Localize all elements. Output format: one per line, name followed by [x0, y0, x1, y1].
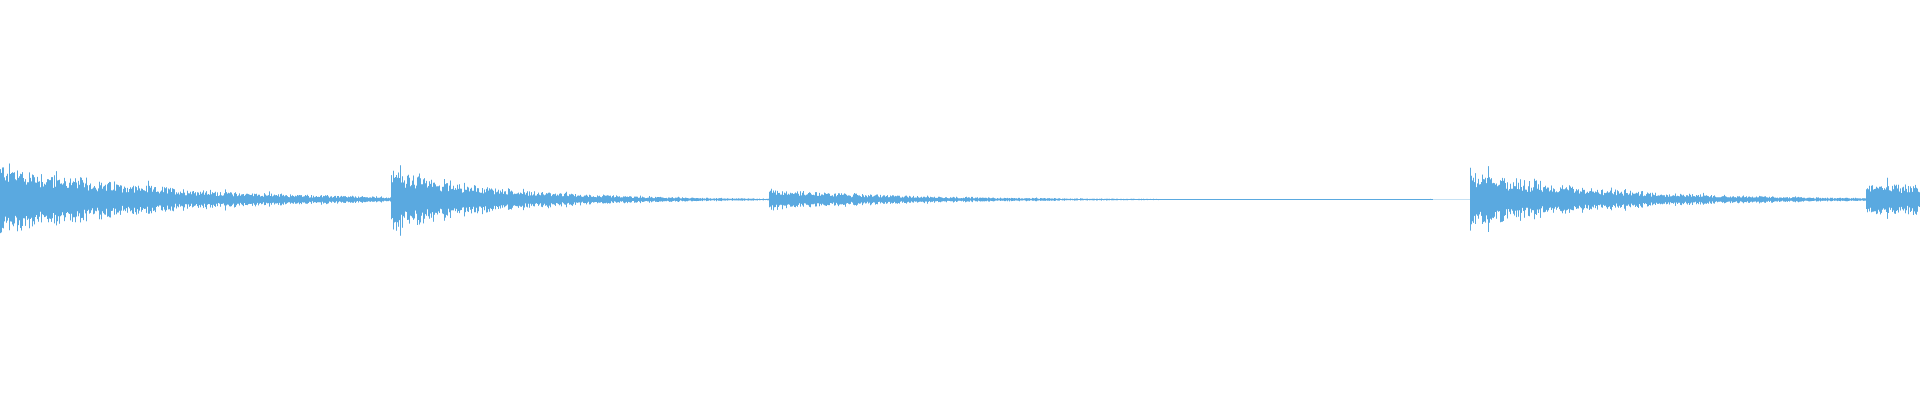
- waveform-samples: [769, 188, 1433, 211]
- waveform-clips: [0, 163, 1920, 236]
- waveform-clip[interactable]: [769, 188, 1433, 211]
- waveform-samples: [391, 165, 774, 236]
- waveform-samples: [1470, 166, 1867, 232]
- waveform-clip[interactable]: [391, 165, 774, 236]
- waveform-samples: [1866, 177, 1920, 219]
- waveform-clip[interactable]: [1470, 166, 1867, 232]
- waveform-samples: [0, 163, 394, 234]
- waveform-clip[interactable]: [0, 163, 394, 234]
- waveform-clip[interactable]: [1866, 177, 1920, 219]
